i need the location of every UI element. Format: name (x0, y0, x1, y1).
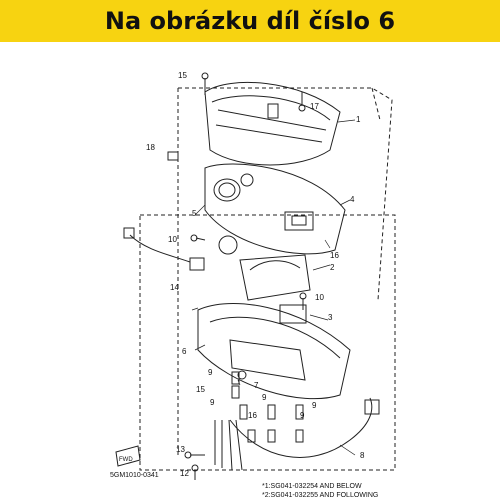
meter-case-part (197, 302, 351, 400)
callout-labels: 15 17 1 18 4 5 10 16 2 14 10 3 6 9 7 15 … (146, 71, 365, 478)
banner-title: Na obrázku díl číslo 6 (104, 7, 396, 35)
callout-9d: 9 (210, 398, 215, 407)
assembly-boundary (177, 87, 393, 455)
fwd-arrow-icon (115, 445, 141, 467)
callout-9a: 9 (208, 368, 213, 377)
callout-11: 12 (180, 469, 189, 478)
lower-assembly-boundary (139, 214, 396, 471)
leader-lines (191, 119, 356, 456)
callout-2: 2 (330, 263, 335, 272)
callout-15b: 16 (248, 411, 257, 420)
note-2: *2:SG041-032255 AND FOLLOWING (262, 492, 379, 499)
callout-8: 8 (360, 451, 365, 460)
callout-18: 18 (146, 143, 155, 152)
callout-10a: 10 (168, 235, 177, 244)
callout-9b: 9 (262, 393, 267, 402)
note-1: *1:SG041-032254 AND BELOW (262, 483, 362, 490)
callout-6: 6 (182, 347, 187, 356)
bulb-sockets-part (231, 370, 304, 443)
callout-15a: 15 (196, 385, 205, 394)
screws-part (167, 72, 307, 480)
callout-1: 1 (356, 115, 361, 124)
callout-10b: 10 (315, 293, 324, 302)
title-banner: Na obrázku díl číslo 6 (0, 0, 500, 42)
callout-5: 5 (192, 209, 197, 218)
speedometer-dial-part (218, 235, 311, 301)
meter-cover-part (204, 81, 341, 166)
callout-14: 14 (170, 283, 179, 292)
callout-4: 4 (350, 195, 355, 204)
callout-9c: 9 (312, 401, 317, 410)
callout-9e: 9 (300, 411, 305, 420)
callout-17: 17 (310, 102, 319, 111)
wire-harness-part (214, 397, 380, 471)
harness-connector-part (123, 227, 205, 271)
meter-panel-part (204, 163, 346, 255)
callout-3: 3 (328, 313, 333, 322)
fwd-label: FWD (119, 457, 133, 463)
diagram-code: 5GM1010-0341 (110, 472, 159, 479)
callout-16: 16 (330, 251, 339, 260)
callout-7: 7 (254, 381, 259, 390)
display-unit-part (279, 304, 307, 324)
callout-13: 15 (178, 71, 187, 80)
callout-12: 13 (176, 445, 185, 454)
